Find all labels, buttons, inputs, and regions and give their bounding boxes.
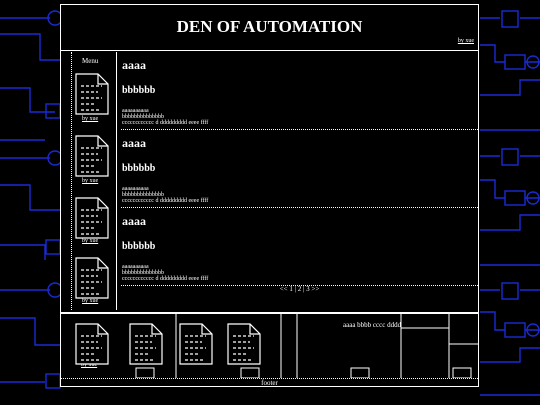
header-author-link[interactable]: by xue bbox=[457, 38, 474, 44]
site-title: DEN OF AUTOMATION bbox=[176, 17, 363, 36]
post-line: cccccccccccc d ddddddddd eeee ffff bbox=[122, 276, 209, 282]
posts-list: aaaa bbbbbb aaaaaaaaaa bbbbbbbbbbbbbb cc… bbox=[121, 52, 478, 312]
lower-panel: aaaa bbbb cccc dddd bbox=[61, 312, 478, 378]
post-subtitle: bbbbbb bbox=[122, 241, 156, 252]
footer-author-link[interactable]: by xue bbox=[81, 362, 98, 368]
sidebar: Menu by xue by xue by xue by xue bbox=[71, 52, 117, 310]
menu-label: Menu bbox=[82, 57, 99, 65]
lower-panel-text: aaaa bbbb cccc dddd bbox=[343, 321, 402, 329]
post-title[interactable]: aaaa bbox=[122, 214, 146, 228]
document-icon bbox=[75, 73, 109, 115]
post-line: bbbbbbbbbbbbbb bbox=[122, 192, 164, 198]
footer: footer bbox=[61, 378, 478, 387]
post-subtitle: bbbbbb bbox=[122, 85, 156, 96]
post-line: aaaaaaaaaa bbox=[122, 108, 149, 114]
post: aaaa bbbbbb aaaaaaaaaa bbbbbbbbbbbbbb cc… bbox=[121, 52, 478, 130]
post-line: aaaaaaaaaa bbox=[122, 186, 149, 192]
document-icon bbox=[129, 323, 163, 365]
page-frame: DEN OF AUTOMATION by xue Menu by xue by … bbox=[60, 4, 479, 387]
document-icon bbox=[75, 323, 109, 365]
sidebar-author-link[interactable]: by xue bbox=[82, 116, 99, 122]
site-header: DEN OF AUTOMATION by xue bbox=[61, 5, 478, 51]
post: aaaa bbbbbb aaaaaaaaaa bbbbbbbbbbbbbb cc… bbox=[121, 130, 478, 208]
lower-panel-art bbox=[135, 314, 478, 378]
post-line: aaaaaaaaaa bbox=[122, 264, 149, 270]
document-icon bbox=[75, 197, 109, 239]
post-subtitle: bbbbbb bbox=[122, 163, 156, 174]
post-line: cccccccccccc d ddddddddd eeee ffff bbox=[122, 198, 209, 204]
sidebar-author-link[interactable]: by xue bbox=[82, 238, 99, 244]
pagination[interactable]: << 1 | 2 | 3 >> bbox=[279, 285, 320, 293]
document-icon bbox=[75, 257, 109, 299]
post-line: bbbbbbbbbbbbbb bbox=[122, 270, 164, 276]
sidebar-author-link[interactable]: by xue bbox=[82, 178, 99, 184]
post-line: cccccccccccc d ddddddddd eeee ffff bbox=[122, 120, 209, 126]
document-icon bbox=[227, 323, 261, 365]
post: aaaa bbbbbb aaaaaaaaaa bbbbbbbbbbbbbb cc… bbox=[121, 208, 478, 286]
post-line: bbbbbbbbbbbbbb bbox=[122, 114, 164, 120]
document-icon bbox=[75, 135, 109, 177]
sidebar-author-link[interactable]: by xue bbox=[82, 298, 99, 304]
post-title[interactable]: aaaa bbox=[122, 58, 146, 72]
document-icon bbox=[179, 323, 213, 365]
post-title[interactable]: aaaa bbox=[122, 136, 146, 150]
